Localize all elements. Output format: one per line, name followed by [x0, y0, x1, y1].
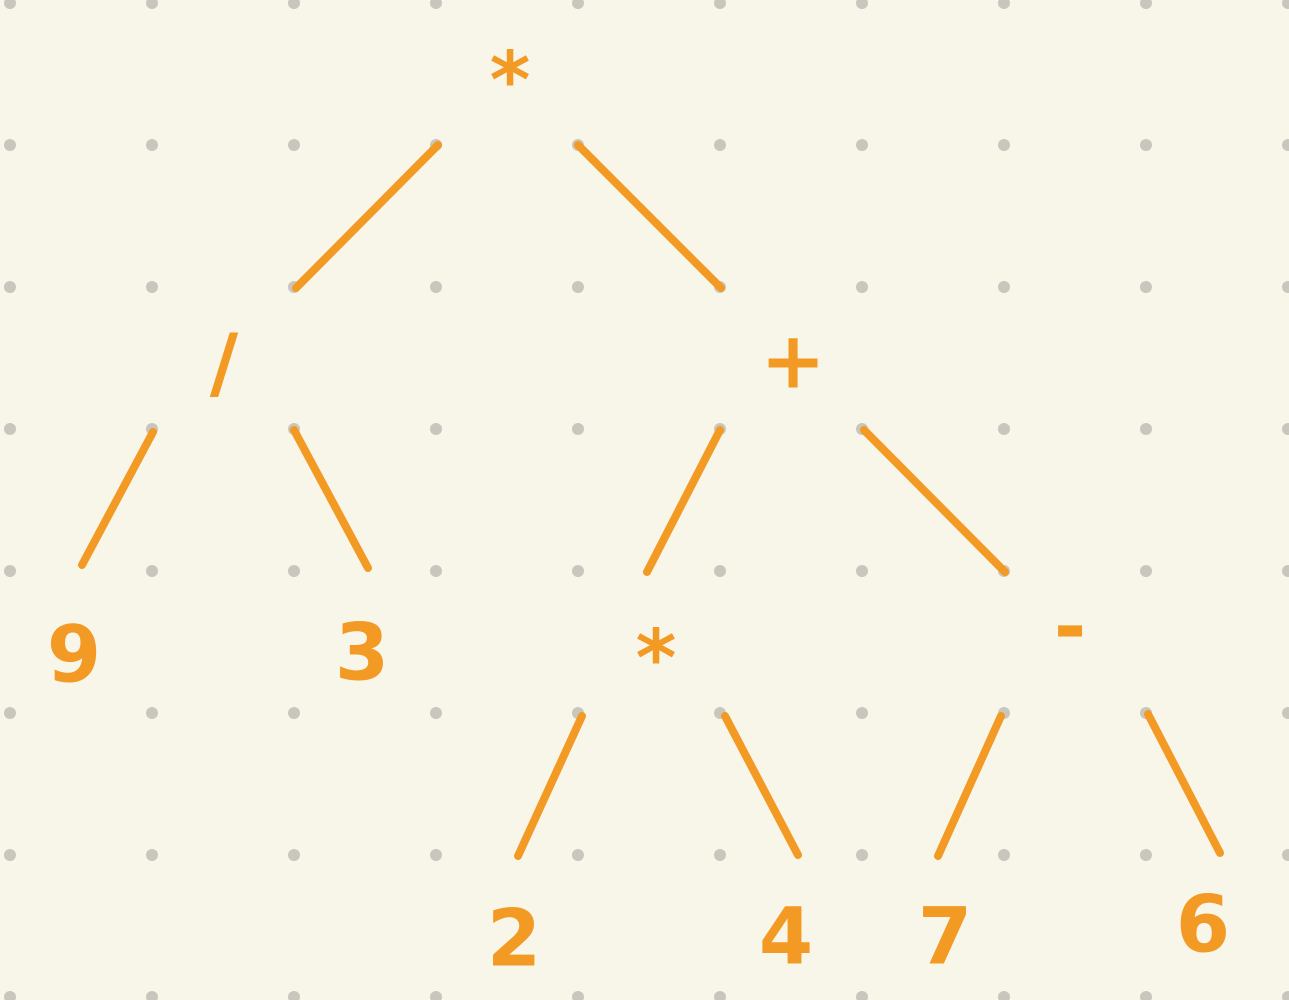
- node-leaf-9: 9: [47, 610, 101, 700]
- grid-dot: [146, 139, 158, 151]
- grid-dot: [4, 849, 16, 861]
- grid-dot: [430, 991, 442, 1000]
- grid-dot: [998, 991, 1010, 1000]
- grid-dot: [856, 139, 868, 151]
- grid-dot: [1140, 281, 1152, 293]
- grid-dot: [856, 849, 868, 861]
- grid-dot: [572, 565, 584, 577]
- grid-dot: [288, 0, 300, 9]
- grid-dot: [4, 991, 16, 1000]
- grid-dot: [430, 707, 442, 719]
- grid-dot: [288, 565, 300, 577]
- grid-dot: [572, 0, 584, 9]
- edge-root-plus: [574, 141, 725, 292]
- node-leaf-3: 3: [335, 608, 389, 698]
- node-plus-operator: +: [760, 316, 825, 406]
- grid-dot: [1140, 565, 1152, 577]
- edge-minus-6: [1144, 710, 1224, 857]
- edge-root-div: [292, 141, 442, 292]
- grid-dot: [714, 0, 726, 9]
- grid-dot: [856, 281, 868, 293]
- grid-dot: [430, 565, 442, 577]
- edge-div-3: [290, 426, 372, 572]
- grid-dot: [998, 139, 1010, 151]
- grid-dot: [714, 139, 726, 151]
- grid-dot: [1282, 423, 1289, 435]
- grid-dot: [998, 0, 1010, 9]
- grid-dot: [146, 991, 158, 1000]
- grid-dot: [856, 0, 868, 9]
- grid-dot: [146, 849, 158, 861]
- grid-dot: [1140, 849, 1152, 861]
- edge-div-9: [78, 428, 157, 569]
- dot-grid: [4, 0, 1289, 1000]
- grid-dot: [430, 849, 442, 861]
- edge-plus-mul: [643, 426, 724, 576]
- grid-dot: [1282, 139, 1289, 151]
- tree-edges: [78, 141, 1224, 860]
- grid-dot: [714, 565, 726, 577]
- grid-dot: [430, 281, 442, 293]
- edge-plus-minus: [860, 426, 1009, 576]
- node-leaf-4: 4: [759, 892, 813, 982]
- edge-minus-7: [934, 712, 1005, 860]
- grid-dot: [1140, 139, 1152, 151]
- grid-dot: [998, 849, 1010, 861]
- tree-nodes: * / + 9 3 * - 2 4 7 6: [47, 36, 1230, 984]
- grid-dot: [998, 281, 1010, 293]
- node-divide-operator: /: [210, 318, 239, 408]
- grid-dot: [288, 849, 300, 861]
- grid-dot: [856, 565, 868, 577]
- grid-dot: [856, 707, 868, 719]
- grid-dot: [146, 0, 158, 9]
- grid-dot: [572, 423, 584, 435]
- grid-dot: [1282, 565, 1289, 577]
- node-leaf-7: 7: [918, 892, 972, 982]
- grid-dot: [146, 281, 158, 293]
- node-leaf-6: 6: [1176, 880, 1230, 970]
- grid-dot: [856, 991, 868, 1000]
- grid-dot: [1140, 991, 1152, 1000]
- grid-dot: [1282, 849, 1289, 861]
- grid-dot: [572, 849, 584, 861]
- grid-dot: [1140, 0, 1152, 9]
- grid-dot: [1282, 281, 1289, 293]
- grid-dot: [4, 0, 16, 9]
- grid-dot: [1282, 707, 1289, 719]
- grid-dot: [430, 423, 442, 435]
- grid-dot: [146, 707, 158, 719]
- grid-dot: [1140, 423, 1152, 435]
- grid-dot: [4, 281, 16, 293]
- grid-dot: [572, 281, 584, 293]
- node-leaf-2: 2: [487, 894, 541, 984]
- grid-dot: [1282, 991, 1289, 1000]
- node-minus-operator: -: [1054, 582, 1086, 672]
- grid-dot: [430, 0, 442, 9]
- grid-dot: [572, 991, 584, 1000]
- edge-mul-2: [514, 712, 586, 860]
- grid-dot: [998, 423, 1010, 435]
- grid-dot: [714, 991, 726, 1000]
- grid-dot: [4, 707, 16, 719]
- grid-dot: [146, 565, 158, 577]
- node-multiply-operator: *: [636, 614, 677, 704]
- grid-dot: [288, 707, 300, 719]
- grid-dot: [1282, 0, 1289, 9]
- grid-dot: [4, 139, 16, 151]
- grid-dot: [4, 423, 16, 435]
- grid-dot: [288, 139, 300, 151]
- grid-dot: [4, 565, 16, 577]
- grid-dot: [288, 991, 300, 1000]
- edge-mul-4: [721, 712, 802, 859]
- node-root-operator: *: [490, 36, 531, 126]
- grid-dot: [714, 849, 726, 861]
